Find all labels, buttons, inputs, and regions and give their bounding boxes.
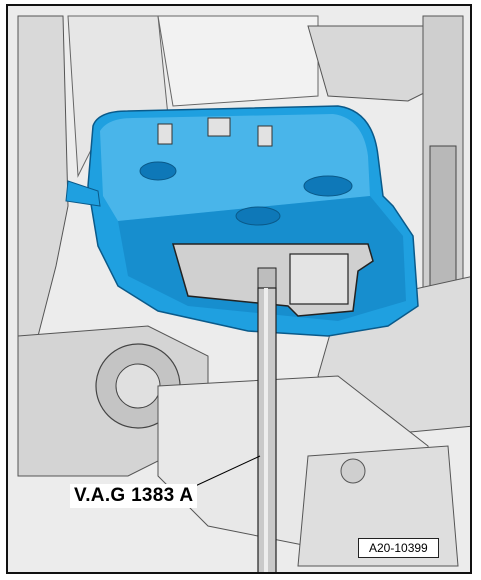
tank-dimple-left xyxy=(139,161,177,181)
tool-spindle-head xyxy=(257,267,277,289)
tank-fitting-left xyxy=(157,123,173,145)
diagram-frame: V.A.G 1383 A A20-10399 xyxy=(6,4,472,574)
vehicle-underbody-drawing xyxy=(8,6,470,572)
tool-spindle-highlight xyxy=(264,288,268,572)
tank-fitting-right xyxy=(257,125,273,147)
upper-body-panel xyxy=(157,15,319,107)
figure-reference-label: A20-10399 xyxy=(358,538,439,558)
tank-fitting-center xyxy=(207,117,231,137)
lower-right-panel xyxy=(297,445,459,567)
tank-dimple-center xyxy=(235,206,281,226)
upper-right-bracket xyxy=(307,25,439,102)
tank-filler-neck xyxy=(65,180,101,207)
tool-label: V.A.G 1383 A xyxy=(70,484,198,508)
mount-bolt xyxy=(340,458,366,484)
tank-dimple-right xyxy=(303,175,353,197)
left-hub-center xyxy=(115,363,161,409)
tool-support-block xyxy=(289,253,349,305)
